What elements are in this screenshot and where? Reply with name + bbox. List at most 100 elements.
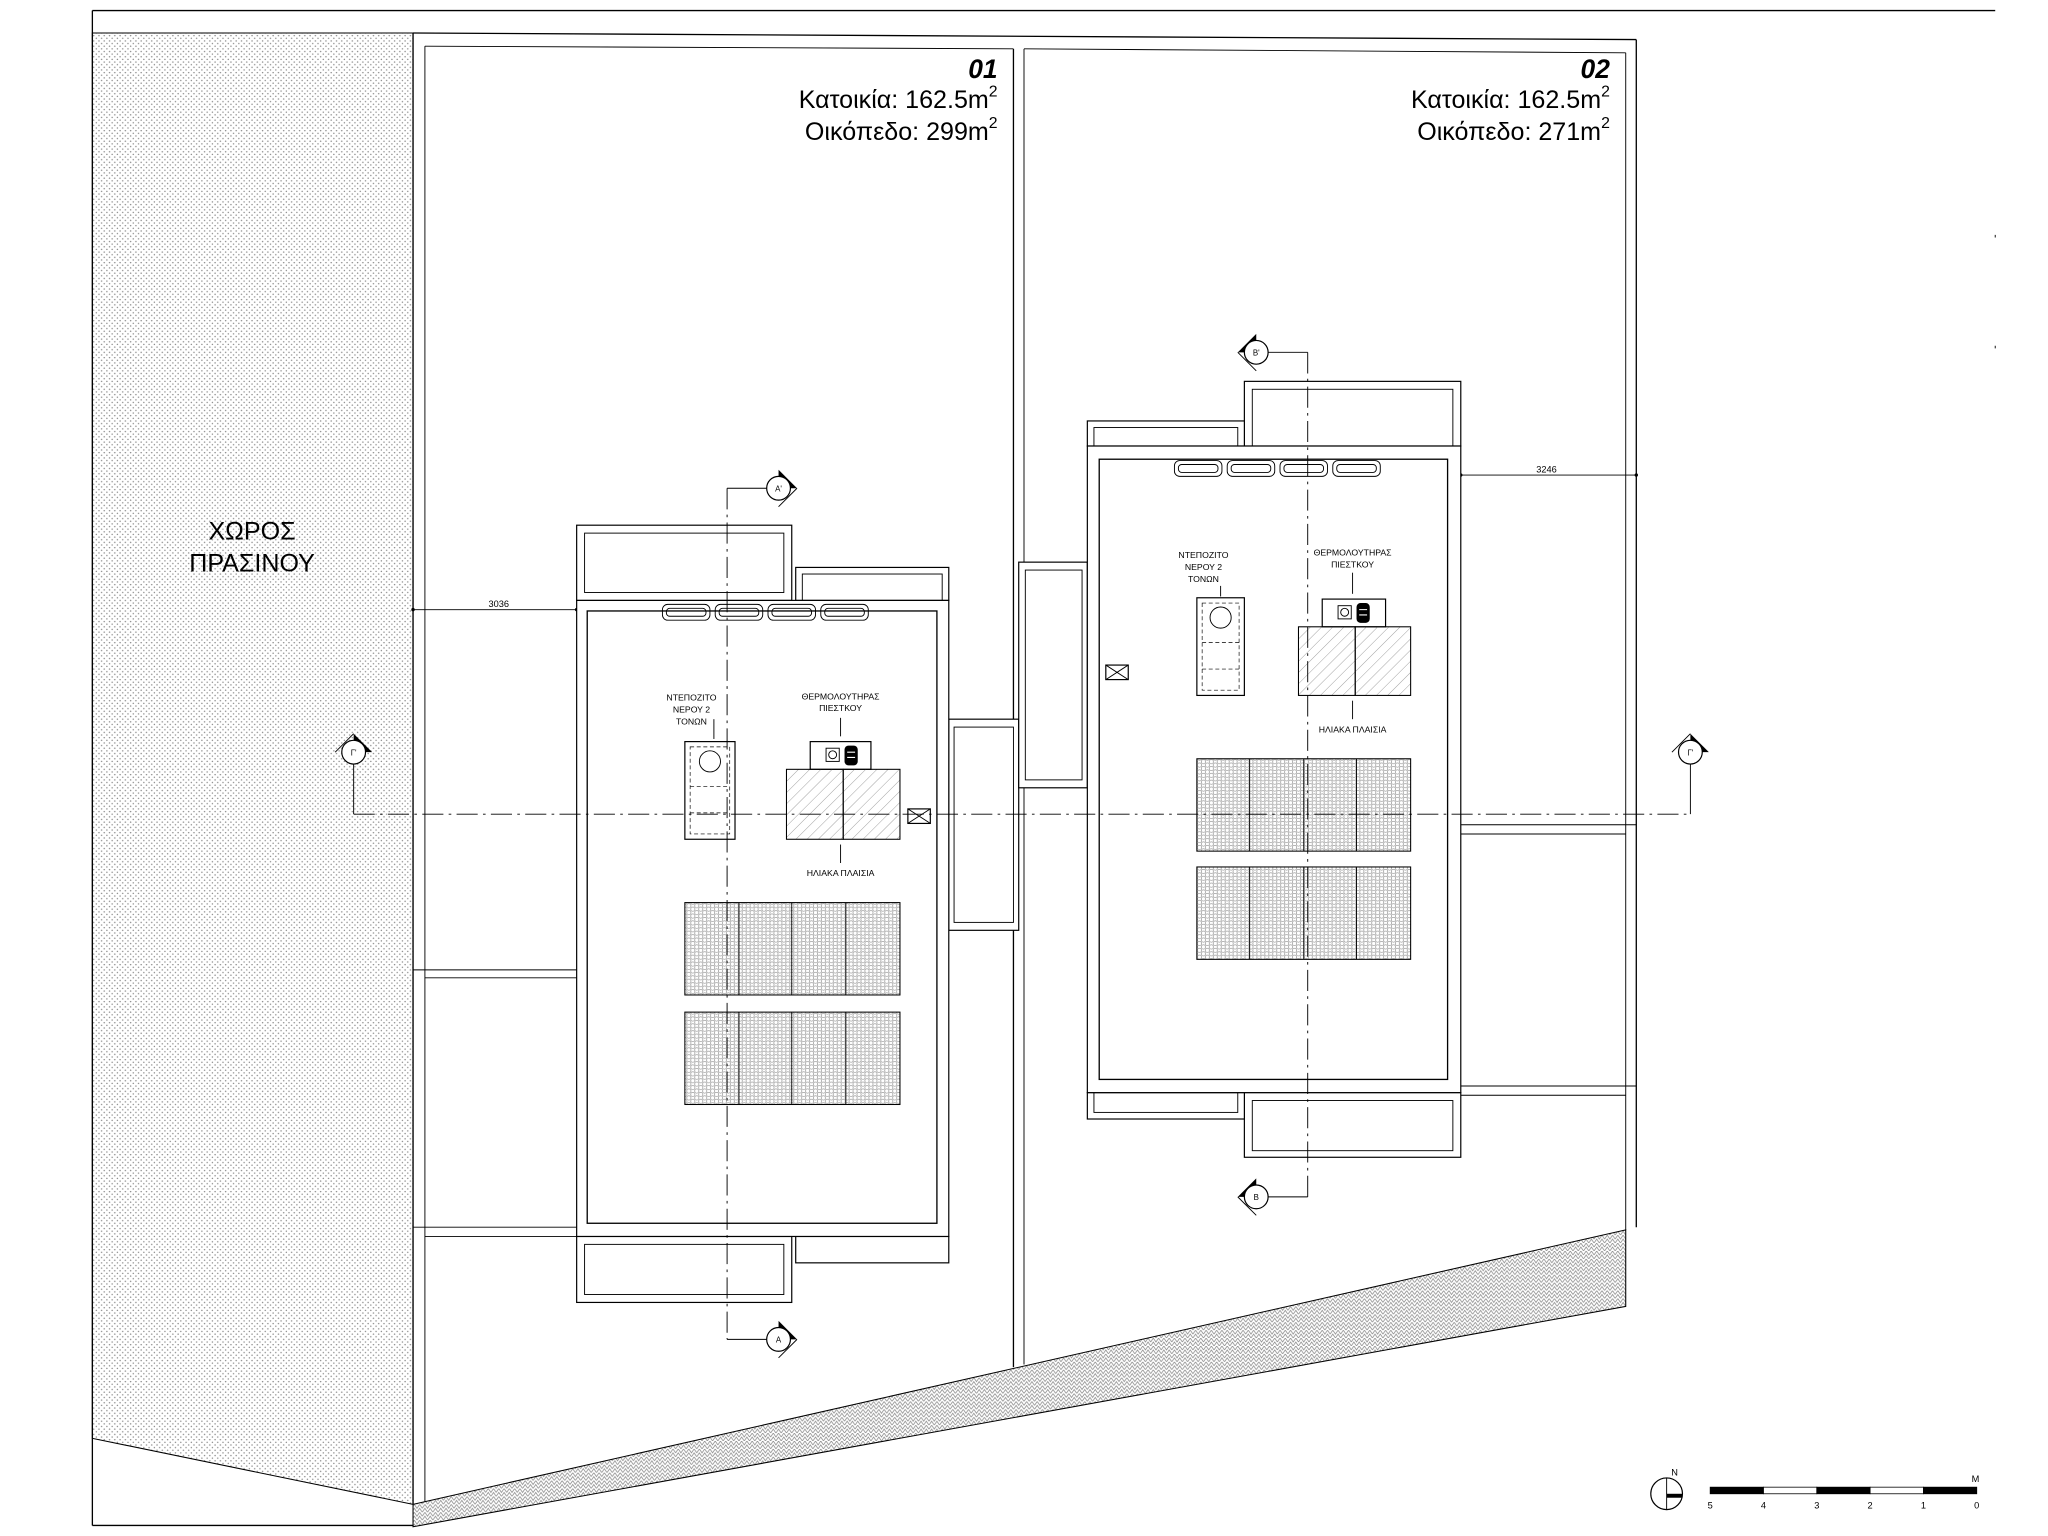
ac-unit <box>1279 460 1328 477</box>
ac-units <box>661 603 869 621</box>
photovoltaic-panel-group <box>684 1011 901 1106</box>
ac-unit <box>767 603 816 621</box>
ac-unit-inner <box>1230 464 1272 473</box>
green-space-area: ΧΩΡΟΣ ΠΡΑΣΙΝΟΥ <box>91 32 414 1505</box>
photovoltaic-array-2 <box>684 1011 901 1106</box>
water-heater-label-line1: ΘΕΡΜΟΛΟΥΤΗΡΑΣ <box>1314 548 1393 558</box>
water-heater: ΘΕΡΜΟΛΟΥΤΗΡΑΣ ΠΙΕΣΤΚΟΥ ΗΛΙΑΚΑ ΠΛΑΙΣΙΑ <box>785 691 901 878</box>
scale-segment <box>1816 1486 1871 1495</box>
heater-cylinder-icon <box>1356 603 1370 623</box>
right-extension-inner <box>953 726 1014 923</box>
plot-01-setback-line <box>413 969 577 1237</box>
scale-tick-label: 0 <box>1974 1500 1979 1510</box>
ac-unit-inner <box>824 607 865 617</box>
dimension-end-dot <box>411 607 415 612</box>
photovoltaic-panel-group <box>684 902 901 996</box>
panel-divider <box>1249 758 1357 852</box>
roof-parapet <box>586 610 938 1224</box>
section-marker-label: Β' <box>1253 349 1260 358</box>
scale-segment <box>1709 1486 1764 1495</box>
section-marker-label: Γ' <box>351 748 357 757</box>
ac-unit <box>1173 460 1223 477</box>
scale-tick-label: 5 <box>1708 1500 1713 1510</box>
north-label: N <box>1671 1467 1678 1477</box>
bottom-right-extension-inner <box>1251 1100 1454 1152</box>
photovoltaic-array-1 <box>1196 758 1412 852</box>
section-arrow-outline <box>1237 1196 1257 1216</box>
scale-tick-label: 3 <box>1814 1500 1819 1510</box>
plot-01-top-inner-line <box>424 45 1014 50</box>
roof-parapet <box>1098 458 1449 1081</box>
ac-unit-inner <box>1177 464 1219 473</box>
bottom-left-extension <box>576 1235 793 1304</box>
water-tank-label-line2: ΝΕΡΟΥ 2 <box>673 705 710 715</box>
left-extension-inner <box>1024 569 1083 781</box>
green-space-label-line2: ΠΡΑΣΙΝΟΥ <box>189 549 315 577</box>
section-marker-circle <box>1677 739 1703 765</box>
heater-valve-icon-ring <box>828 750 838 760</box>
solar-collector-panel <box>785 768 844 840</box>
section-arrow-outline <box>334 733 354 753</box>
photovoltaic-array-1 <box>684 902 901 996</box>
scale-tick-label: 2 <box>1868 1500 1873 1510</box>
house-area-label: Κατοικία: 162.5m2 <box>799 83 998 114</box>
water-heater-label-line1: ΘΕΡΜΟΛΟΥΤΗΡΑΣ <box>802 691 881 701</box>
water-tank-division <box>690 786 730 814</box>
plot-02-title-block: 02 Κατοικία: 162.5m2 Οικόπεδο: 271m2 <box>1411 54 1610 146</box>
scale-segment <box>1923 1486 1978 1495</box>
water-tank-body <box>1196 597 1245 697</box>
section-marker-circle <box>766 475 792 501</box>
section-marker-circle <box>1243 1184 1269 1210</box>
bottom-left-extension-inner <box>584 1243 785 1295</box>
roof-vent-cross <box>1105 664 1129 680</box>
heater-cylinder-icon-detail <box>847 751 856 758</box>
top-extension <box>576 524 793 602</box>
water-heater-label-line2: ΠΙΕΣΤΚΟΥ <box>819 703 862 713</box>
right-extension <box>948 718 1020 931</box>
ac-unit <box>661 603 711 621</box>
scale-tick-label: 4 <box>1761 1500 1766 1510</box>
heater-cylinder-icon-detail <box>1359 609 1368 616</box>
dimension-end-dot <box>1634 473 1639 477</box>
section-marker-circle <box>1243 339 1269 365</box>
bottom-right-extension <box>1243 1092 1462 1158</box>
ac-unit-inner <box>771 607 813 617</box>
scale-unit-label: M <box>1972 1474 1980 1484</box>
north-arrow: N <box>1650 1467 1684 1511</box>
section-marker-circle <box>766 1326 792 1352</box>
plot-top-outer-line <box>413 32 1637 41</box>
water-tank: ΝΤΕΠΟΖΙΤΟ ΝΕΡΟΥ 2 ΤΟΝΩΝ <box>1178 550 1245 697</box>
bottom-left-extension <box>1086 1092 1245 1120</box>
ac-unit <box>820 603 869 621</box>
ac-units <box>1173 460 1381 477</box>
plot-area-label: Οικόπεδο: 299m2 <box>805 115 998 146</box>
green-space-hatch <box>91 32 414 1505</box>
section-marker-label: Γ' <box>1687 748 1693 757</box>
north-arrow-icon <box>1666 1493 1683 1498</box>
ac-unit-inner <box>1283 464 1325 473</box>
heater-valve-icon <box>825 747 840 762</box>
solar-panels-label: ΗΛΙΑΚΑ ΠΛΑΙΣΙΑ <box>1319 724 1387 734</box>
top-right-extension <box>795 566 950 602</box>
solar-collector-panel <box>1354 626 1412 696</box>
bottom-right-extension <box>795 1235 950 1264</box>
section-marker-right: Γ' <box>1671 733 1709 765</box>
section-marker-start: Β' <box>1237 333 1269 372</box>
water-tank-label-line3: ΤΟΝΩΝ <box>1188 574 1219 584</box>
solar-collector-panel <box>842 768 901 840</box>
ac-unit <box>714 603 764 621</box>
section-line-a: Α' Α <box>726 469 798 1359</box>
road-hatch-band <box>412 1229 1627 1528</box>
plot-02-setback-line <box>1460 824 1637 1096</box>
water-heater-label-line2: ΠΙΕΣΤΚΟΥ <box>1331 559 1374 569</box>
section-arrow-outline <box>1237 352 1257 372</box>
section-marker-label: Β <box>1254 1193 1259 1202</box>
section-marker-label: Α <box>776 1336 782 1345</box>
water-tank-label-line3: ΤΟΝΩΝ <box>676 716 707 726</box>
scale-tick-label: 1 <box>1921 1500 1926 1510</box>
ac-unit-inner <box>718 607 760 617</box>
section-marker-label: Α' <box>775 485 782 494</box>
heater-cylinder-icon <box>844 745 858 766</box>
photovoltaic-array-2 <box>1196 866 1412 960</box>
